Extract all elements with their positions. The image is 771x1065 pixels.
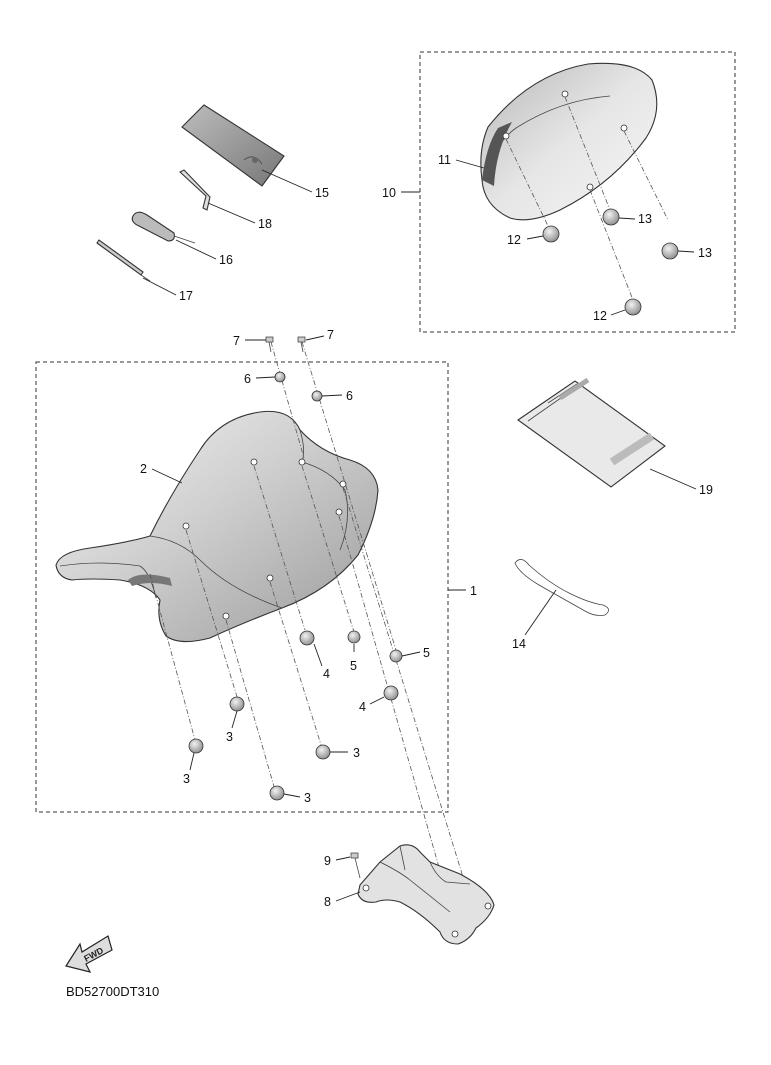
callout-12a: 12: [507, 233, 521, 247]
leader-4a: [313, 643, 323, 667]
leader-8: [335, 891, 361, 902]
leader-16: [175, 239, 217, 260]
cowl-fastener-line-a: [505, 138, 551, 231]
seat-line-d: [301, 465, 355, 633]
leader-2: [151, 468, 183, 484]
leader-14: [524, 589, 557, 636]
seat-line-h: [269, 581, 323, 749]
leader-15: [261, 169, 313, 193]
callout-10: 10: [382, 186, 396, 200]
leader-6a: [255, 376, 276, 379]
leader-19: [649, 468, 697, 490]
leader-3a: [231, 710, 238, 729]
front-direction-arrow: FWD: [65, 935, 113, 973]
callout-6b: 6: [346, 389, 353, 403]
part-7-bolt-a: [265, 336, 274, 353]
part-14-wire: [514, 559, 609, 616]
cowl-fastener-line-b: [564, 96, 611, 211]
part-3-damper-b: [188, 738, 204, 754]
part-3-damper-a: [229, 696, 245, 712]
part-11-seat-cowl: [480, 62, 658, 221]
part-15-pad: [181, 104, 285, 187]
callout-9: 9: [324, 854, 331, 868]
callout-3b: 3: [183, 772, 190, 786]
callout-7b: 7: [327, 328, 334, 342]
seat-line-j: [149, 573, 196, 741]
assembly-box-seat: [35, 361, 449, 813]
part-8-bracket: [357, 844, 495, 945]
callout-8: 8: [324, 895, 331, 909]
part-4-damper-a: [299, 630, 315, 646]
callout-16: 16: [219, 253, 233, 267]
seat-line-i: [225, 619, 276, 791]
callout-17: 17: [179, 289, 193, 303]
part-18-hex-key: [179, 169, 211, 211]
callout-5b: 5: [423, 646, 430, 660]
cowl-fastener-line-d: [589, 189, 634, 301]
leader-3d: [283, 793, 301, 798]
callout-12b: 12: [593, 309, 607, 323]
part-13-damper-a: [602, 208, 620, 226]
callout-3a: 3: [226, 730, 233, 744]
leader-13a: [618, 217, 636, 220]
part-5-damper-a: [347, 630, 361, 644]
callout-1: 1: [470, 584, 477, 598]
leader-4b: [369, 696, 385, 705]
callout-4a: 4: [323, 667, 330, 681]
leader-9: [335, 856, 351, 861]
callout-13a: 13: [638, 212, 652, 226]
callout-2: 2: [140, 462, 147, 476]
seat-line-c: [253, 465, 306, 631]
part-4-damper-b: [383, 685, 399, 701]
callout-14: 14: [512, 637, 526, 651]
leader-6b: [321, 394, 343, 397]
part-6-collar-b: [311, 390, 323, 402]
leader-13b: [677, 250, 695, 253]
leader-11: [455, 159, 485, 169]
cowl-fastener-line-c: [623, 130, 669, 221]
callout-5a: 5: [350, 659, 357, 673]
callout-18: 18: [258, 217, 272, 231]
callout-7a: 7: [233, 334, 240, 348]
part-7-bolt-b: [297, 336, 306, 353]
part-3-damper-c: [315, 744, 331, 760]
part-6-collar-a: [274, 371, 286, 383]
part-13-damper-b: [661, 242, 679, 260]
part-19-manual: [517, 377, 666, 488]
part-12-nut-a: [542, 225, 560, 243]
seat-line-e: [342, 487, 468, 891]
seat-line-a: [270, 341, 305, 459]
part-16-screwdriver: [131, 211, 196, 244]
leader-18: [207, 202, 256, 224]
callout-3d: 3: [304, 791, 311, 805]
drawing-code: BD52700DT310: [66, 984, 159, 999]
part-5-damper-b: [389, 649, 403, 663]
leader-7b: [305, 335, 325, 341]
callout-13b: 13: [698, 246, 712, 260]
part-17-extension: [96, 239, 151, 282]
callout-11: 11: [438, 153, 451, 167]
callout-15: 15: [315, 186, 329, 200]
callout-19: 19: [699, 483, 713, 497]
leader-17: [142, 277, 177, 296]
leader-3b: [189, 752, 195, 771]
part-3-damper-d: [269, 785, 285, 801]
part-2-seat: [55, 410, 379, 643]
leader-12a: [526, 235, 544, 240]
leader-5b: [401, 651, 421, 657]
part-9-screw: [350, 852, 361, 879]
callout-3c: 3: [353, 746, 360, 760]
callout-4b: 4: [359, 700, 366, 714]
part-12-nut-b: [624, 298, 642, 316]
callout-6a: 6: [244, 372, 251, 386]
leader-12b: [610, 309, 626, 316]
seat-line-f: [338, 515, 455, 921]
